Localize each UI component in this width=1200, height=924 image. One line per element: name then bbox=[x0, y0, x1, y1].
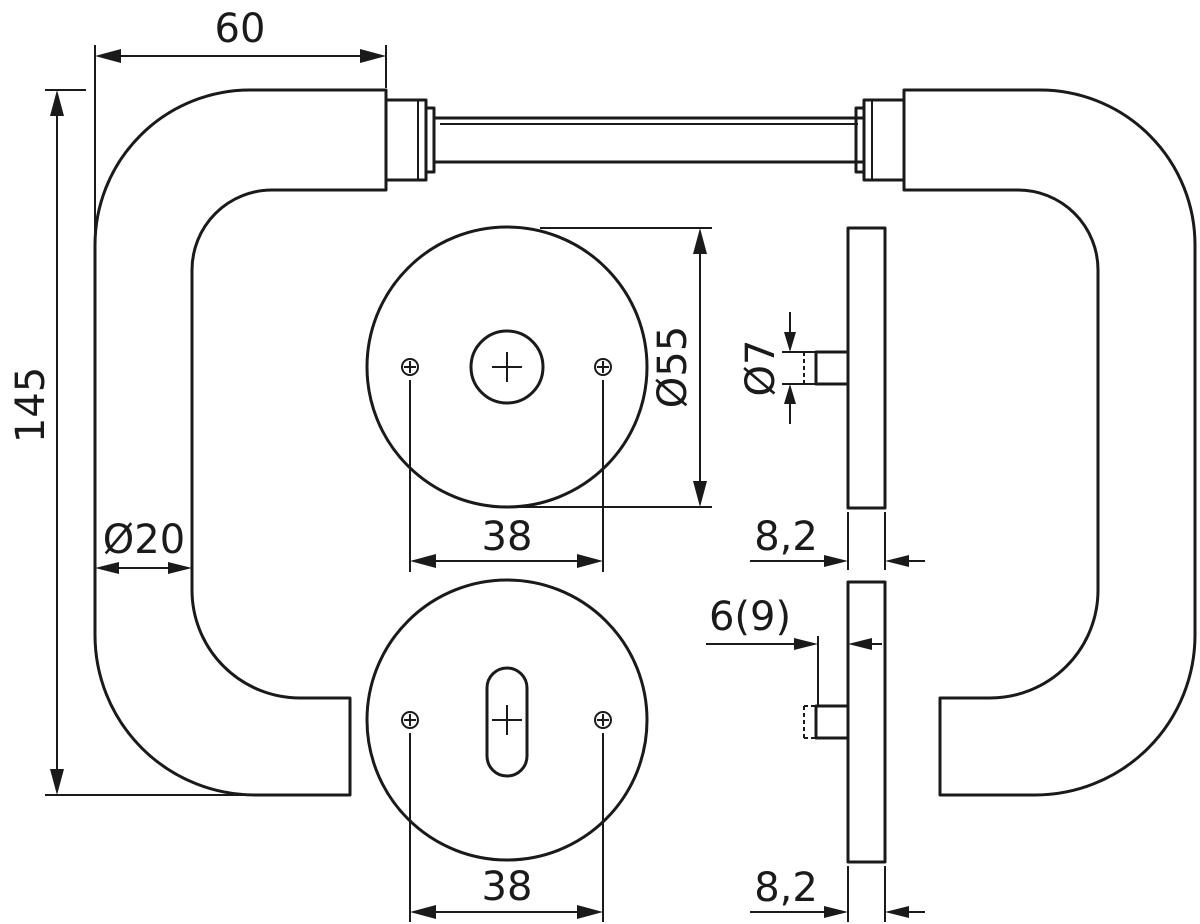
lever-rose-outline bbox=[365, 225, 649, 509]
dimension-label-screw-spacing-top: 38 bbox=[482, 514, 533, 560]
right-lever-handle bbox=[854, 88, 1197, 797]
left-handle-collar-ring bbox=[424, 106, 436, 174]
left-lever-handle bbox=[93, 88, 436, 797]
spindle-rod bbox=[432, 116, 866, 164]
dimension-handle-diameter: Ø20 bbox=[95, 517, 192, 574]
left-handle-collar bbox=[384, 98, 428, 182]
key-rose-outline bbox=[365, 578, 649, 862]
screw-icon bbox=[401, 711, 419, 729]
dimension-handle-width: 60 bbox=[94, 6, 387, 240]
dimension-label-handle-width: 60 bbox=[215, 6, 266, 52]
right-handle-collar-ring bbox=[854, 106, 866, 174]
dimension-screw-spacing-top: 38 bbox=[409, 380, 604, 572]
dimension-label-screw-spacing-bottom: 38 bbox=[482, 864, 533, 910]
dimension-rose-diameter: Ø55 bbox=[515, 227, 712, 508]
dimension-label-handle-height: 145 bbox=[8, 367, 54, 443]
dimension-label-rose-thickness-top: 8,2 bbox=[754, 514, 818, 560]
dimension-label-spindle-offset: 6(9) bbox=[709, 594, 791, 640]
lever-rose-spindle-hole bbox=[469, 329, 545, 405]
dimension-spindle-diameter: Ø7 bbox=[738, 312, 816, 424]
screw-icon bbox=[594, 358, 612, 376]
screw-icon bbox=[401, 358, 419, 376]
dimension-spindle-offset: 6(9) bbox=[706, 594, 882, 706]
keyhole-slot bbox=[485, 666, 529, 778]
dimension-label-spindle-diameter: Ø7 bbox=[738, 340, 784, 397]
dimension-label-rose-diameter: Ø55 bbox=[650, 326, 696, 408]
dimension-screw-spacing-bottom: 38 bbox=[409, 733, 604, 922]
dimension-label-handle-diameter: Ø20 bbox=[103, 517, 185, 563]
right-handle-outline bbox=[902, 88, 1197, 797]
dimension-label-rose-thickness-bottom: 8,2 bbox=[754, 865, 818, 911]
dimension-handle-height: 145 bbox=[8, 89, 244, 796]
right-handle-collar bbox=[862, 98, 906, 182]
key-rose-side-view bbox=[803, 580, 887, 864]
key-rose-front-view bbox=[365, 578, 649, 862]
left-handle-outline bbox=[93, 88, 388, 797]
dimension-rose-thickness-top: 8,2 bbox=[750, 512, 925, 570]
screw-icon bbox=[594, 711, 612, 729]
dimension-rose-thickness-bottom: 8,2 bbox=[750, 865, 925, 922]
lever-rose-front-view bbox=[365, 225, 649, 509]
lever-rose-side-view bbox=[803, 226, 887, 510]
